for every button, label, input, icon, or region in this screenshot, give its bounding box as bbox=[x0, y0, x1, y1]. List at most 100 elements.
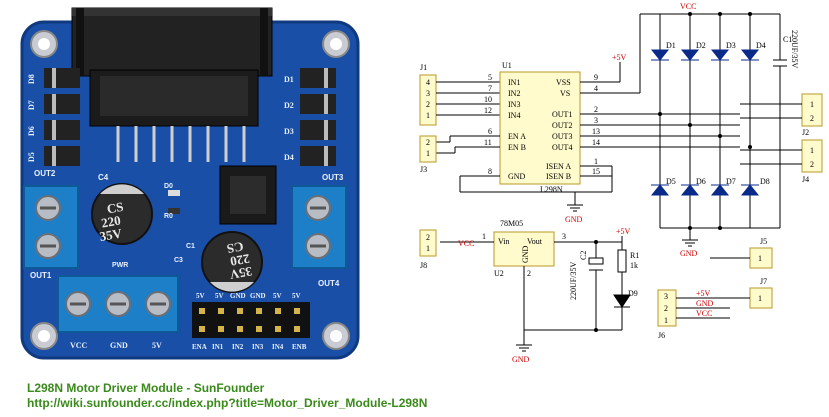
label-c3: C3 bbox=[174, 257, 183, 264]
u2-pin3: 3 bbox=[562, 232, 566, 241]
cap2-text-cs: CS bbox=[226, 239, 245, 257]
label-pwr: PWR bbox=[112, 262, 128, 269]
cap1-text-220: 220 bbox=[100, 212, 122, 230]
j6-net-gnd: GND bbox=[696, 299, 714, 308]
diode-d1: D1 bbox=[666, 41, 676, 50]
diode-symbols bbox=[650, 49, 760, 196]
j5-pin1: 1 bbox=[758, 254, 762, 263]
diode-label-d3: D3 bbox=[284, 127, 294, 136]
c2-label: C2 bbox=[579, 251, 588, 260]
l298n-chip bbox=[89, 69, 259, 162]
header-top-5: 5V bbox=[273, 292, 282, 300]
u1-part: L298N bbox=[540, 185, 563, 194]
u1-pin7: 7 bbox=[488, 84, 492, 93]
u1-out4: OUT4 bbox=[552, 143, 572, 152]
j6-pin3: 3 bbox=[664, 292, 668, 301]
c1-value: 220UF/35V bbox=[790, 30, 799, 68]
header-bottom-in2: IN2 bbox=[232, 343, 244, 351]
caption-title: L298N Motor Driver Module - SunFounder bbox=[27, 381, 265, 395]
j1-pin4: 4 bbox=[426, 78, 430, 87]
header-bottom-ena: ENA bbox=[192, 343, 207, 351]
u1-pin9: 9 bbox=[594, 73, 598, 82]
u1-pin14: 14 bbox=[592, 138, 600, 147]
u1-in4: IN4 bbox=[508, 111, 520, 120]
j8-label: J8 bbox=[420, 261, 427, 270]
j6-net-vcc: VCC bbox=[696, 309, 712, 318]
voltage-regulator bbox=[219, 165, 277, 225]
u1-vs: VS bbox=[560, 89, 570, 98]
j2-pin2: 2 bbox=[810, 114, 814, 123]
u1-in1: IN1 bbox=[508, 78, 520, 87]
mounting-holes bbox=[30, 30, 350, 350]
j7-label: J7 bbox=[760, 277, 767, 286]
diode-label-d4: D4 bbox=[284, 153, 294, 162]
j3-label: J3 bbox=[420, 165, 427, 174]
header-top-2: 5V bbox=[215, 292, 224, 300]
diode-label-d7: D7 bbox=[27, 100, 36, 110]
j1-pin1: 1 bbox=[426, 111, 430, 120]
label-5v: 5V bbox=[152, 341, 162, 350]
u1-out1: OUT1 bbox=[552, 110, 572, 119]
capacitor-c2 bbox=[201, 231, 263, 293]
gnd-u2: GND bbox=[512, 355, 530, 364]
d9-label: D9 bbox=[628, 289, 638, 298]
diode-d5: D5 bbox=[666, 177, 676, 186]
diode-label-d1: D1 bbox=[284, 75, 294, 84]
u1-pin13: 13 bbox=[592, 127, 600, 136]
j1-label: J1 bbox=[420, 63, 427, 72]
j6-net-plus5v: +5V bbox=[696, 289, 711, 298]
net-plus5v-u2: +5V bbox=[616, 227, 631, 236]
j5-label: J5 bbox=[760, 237, 767, 246]
u1-pin4: 4 bbox=[594, 84, 598, 93]
u1-isena: ISEN A bbox=[546, 162, 571, 171]
l298n-board-illustration: D8 D7 D6 D5 D1 D2 D3 D4 OUT2 OUT3 OUT1 O… bbox=[20, 7, 360, 360]
u1-pin5: 5 bbox=[488, 73, 492, 82]
terminal-block-out4 bbox=[291, 185, 347, 269]
diode-label-d8: D8 bbox=[27, 74, 36, 84]
u2-gnd: GND bbox=[521, 245, 530, 263]
j8-pin1: 1 bbox=[426, 244, 430, 253]
u1-pin3: 3 bbox=[594, 116, 598, 125]
diode-array-right bbox=[300, 68, 336, 166]
u2-vout: Vout bbox=[527, 237, 543, 246]
u1-vss: VSS bbox=[556, 78, 571, 87]
u1-pin15: 15 bbox=[592, 167, 600, 176]
net-plus5v-u1: +5V bbox=[612, 53, 627, 62]
diode-label-d6: D6 bbox=[27, 126, 36, 136]
j6-label: J6 bbox=[658, 331, 665, 340]
r1-value: 1k bbox=[630, 261, 638, 270]
j2-pin1: 1 bbox=[810, 100, 814, 109]
l298n-schematic: VCC +5V J1 4 3 2 1 U1 5 7 10 12 IN1 IN2 … bbox=[419, 2, 823, 364]
u2-vin: Vin bbox=[498, 237, 510, 246]
u1-gnd: GND bbox=[508, 172, 526, 181]
diode-d4: D4 bbox=[756, 41, 766, 50]
u2-pin2: 2 bbox=[527, 269, 531, 278]
j8-pin2: 2 bbox=[426, 233, 430, 242]
r1-label: R1 bbox=[630, 251, 639, 260]
u1-pin2: 2 bbox=[594, 105, 598, 114]
diode-d6: D6 bbox=[696, 177, 706, 186]
header-bottom-in3: IN3 bbox=[252, 343, 264, 351]
u1-enb: EN B bbox=[508, 143, 526, 152]
cap1-text-cs: CS bbox=[106, 199, 125, 217]
label-c1: C1 bbox=[186, 243, 195, 250]
label-r0: R0 bbox=[164, 213, 173, 220]
diode-label-d5: D5 bbox=[27, 152, 36, 162]
j3-pin1: 1 bbox=[426, 149, 430, 158]
j4-pin2: 2 bbox=[810, 160, 814, 169]
j4-pin1: 1 bbox=[810, 146, 814, 155]
u1-in3: IN3 bbox=[508, 100, 520, 109]
u1-isenb: ISEN B bbox=[546, 172, 571, 181]
net-vcc-u2: VCC bbox=[458, 239, 474, 248]
j7-pin1: 1 bbox=[758, 294, 762, 303]
j6-pin2: 2 bbox=[664, 304, 668, 313]
j2-label: J2 bbox=[802, 128, 809, 137]
caption-url[interactable]: http://wiki.sunfounder.cc/index.php?titl… bbox=[27, 396, 428, 410]
u1-pin8: 8 bbox=[488, 167, 492, 176]
cap1-text-35v: 35V bbox=[98, 225, 123, 244]
u1-pin12: 12 bbox=[484, 106, 492, 115]
net-vcc-top: VCC bbox=[680, 2, 696, 11]
u2-pin1: 1 bbox=[482, 232, 486, 241]
u2-label: U2 bbox=[494, 269, 504, 278]
diode-d2: D2 bbox=[696, 41, 706, 50]
